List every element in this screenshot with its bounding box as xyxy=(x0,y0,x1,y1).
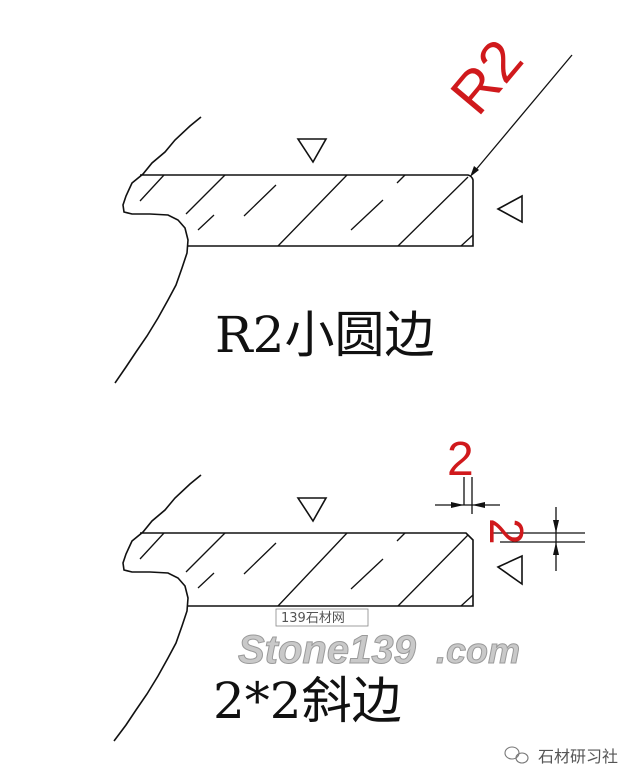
surface-finish-triangle-top xyxy=(296,138,328,164)
figure1-caption: R2小圆边 xyxy=(215,306,434,364)
dim-arrow-right xyxy=(472,502,485,508)
figure-2x2-chamfer: 2 2 139石材网 Stone139 .com 2*2斜边 xyxy=(113,433,585,742)
horizontal-dimension xyxy=(435,477,500,514)
watermark-tag-background xyxy=(275,608,369,627)
figure-r2-round-edge: R2 R2小圆边 xyxy=(114,28,573,384)
watermark-suffix: .com xyxy=(436,630,520,671)
radius-label: R2 xyxy=(438,28,535,127)
wechat-icon xyxy=(504,746,529,764)
watermark-main: Stone139 xyxy=(238,628,417,672)
dim-arrow-down xyxy=(553,542,559,555)
surface-finish-triangle-top xyxy=(296,497,328,523)
hatch-lines xyxy=(139,532,474,607)
horizontal-dimension-label: 2 xyxy=(447,433,474,486)
watermark-tag: 139石材网 xyxy=(281,611,345,626)
brand-footer: 石材研习社 xyxy=(504,746,618,766)
vertical-dimension-label: 2 xyxy=(479,518,532,545)
surface-finish-triangle-side xyxy=(496,194,523,224)
brand-name: 石材研习社 xyxy=(538,747,618,766)
vertical-dimension xyxy=(493,507,585,571)
break-line xyxy=(114,116,202,384)
slab-outline xyxy=(140,532,474,607)
surface-finish-triangle-side xyxy=(496,554,523,586)
hatch-lines xyxy=(139,174,474,247)
dim-arrow-left xyxy=(451,502,464,508)
leader-arrowhead xyxy=(470,166,479,177)
figure2-caption: 2*2斜边 xyxy=(213,672,402,730)
break-line xyxy=(113,474,202,742)
radius-leader-line xyxy=(473,54,573,173)
dim-arrow-up xyxy=(553,520,559,533)
slab-outline xyxy=(140,174,474,247)
watermark: 139石材网 Stone139 .com xyxy=(238,608,521,673)
